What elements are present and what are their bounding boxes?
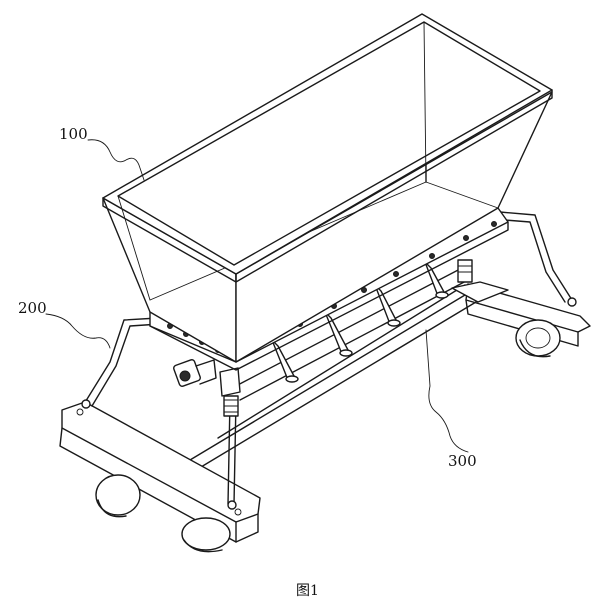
distributor-assembly [173, 259, 509, 417]
figure-caption: 图1 [296, 583, 319, 599]
label-300: 300 [448, 452, 477, 470]
label-200: 200 [18, 299, 47, 317]
leader-300 [425, 329, 469, 453]
leader-lines [45, 139, 469, 453]
hopper [102, 13, 553, 371]
frame-assembly [59, 211, 591, 553]
label-100: 100 [59, 125, 88, 143]
leader-200 [45, 313, 111, 349]
leader-100 [87, 139, 145, 181]
